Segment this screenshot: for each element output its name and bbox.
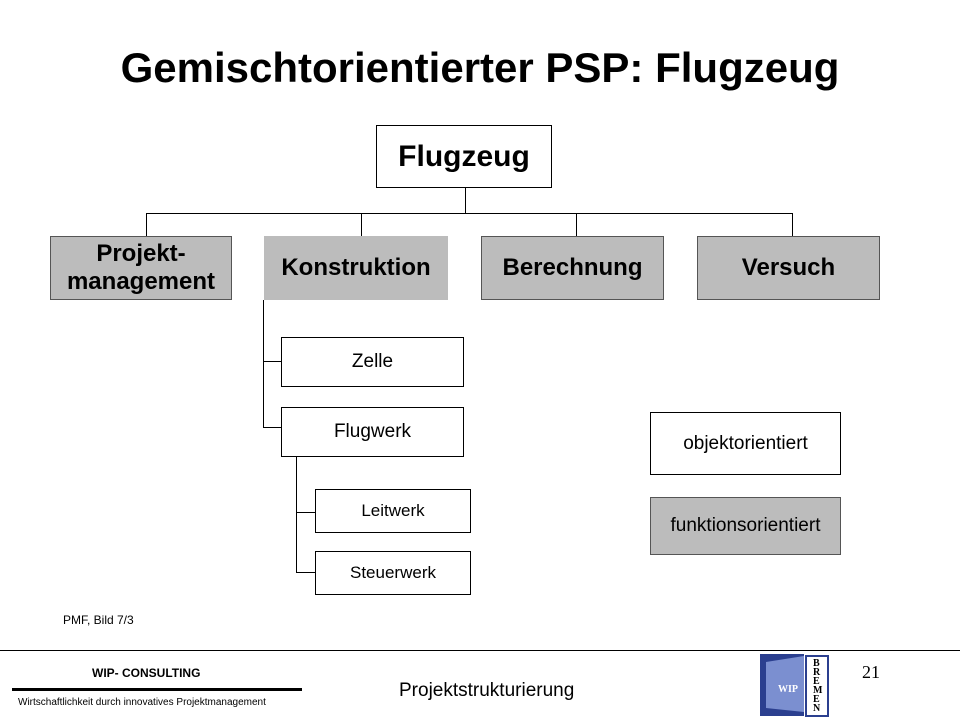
connector xyxy=(263,427,281,428)
connector xyxy=(361,213,362,236)
connector xyxy=(792,213,793,236)
company-tagline: Wirtschaftlichkeit durch innovatives Pro… xyxy=(18,697,266,708)
connector xyxy=(263,300,264,427)
node-leitwerk: Leitwerk xyxy=(315,489,471,533)
page-number: 21 xyxy=(862,662,880,682)
logo-face xyxy=(766,656,804,712)
source-note: PMF, Bild 7/3 xyxy=(63,613,134,627)
node-steuerwerk: Steuerwerk xyxy=(315,551,471,595)
company-name: WIP- CONSULTING xyxy=(92,666,201,680)
node-konstruktion: Konstruktion xyxy=(264,236,448,300)
logo-letter: E xyxy=(813,694,820,705)
connector xyxy=(296,572,315,573)
logo-letter: R xyxy=(813,667,821,678)
legend-objektorientiert: objektorientiert xyxy=(650,412,841,475)
connector xyxy=(263,361,281,362)
node-flugzeug: Flugzeug xyxy=(376,125,552,188)
company-rule xyxy=(12,688,302,691)
logo-letter: B xyxy=(813,658,820,669)
chapter-title: Projektstrukturierung xyxy=(399,680,575,701)
footer-divider xyxy=(0,650,960,651)
logo-strip xyxy=(805,655,829,717)
logo-text: WIP xyxy=(778,684,798,695)
node-flugwerk: Flugwerk xyxy=(281,407,464,457)
logo-letter: N xyxy=(813,703,821,714)
node-zelle: Zelle xyxy=(281,337,464,387)
node-berechnung: Berechnung xyxy=(481,236,664,300)
connector xyxy=(146,213,792,214)
node-projektmanagement: Projekt- management xyxy=(50,236,232,300)
logo-letter: M xyxy=(813,685,823,696)
connector xyxy=(296,457,297,572)
legend-funktionsorientiert: funktionsorientiert xyxy=(650,497,841,555)
node-versuch: Versuch xyxy=(697,236,880,300)
connector xyxy=(296,512,315,513)
node-label: Projekt- management xyxy=(66,240,216,295)
connector xyxy=(576,213,577,236)
connector xyxy=(465,188,466,213)
logo-letter: E xyxy=(813,676,820,687)
connector xyxy=(146,213,147,236)
page-title: Gemischtorientierter PSP: Flugzeug xyxy=(120,44,840,91)
